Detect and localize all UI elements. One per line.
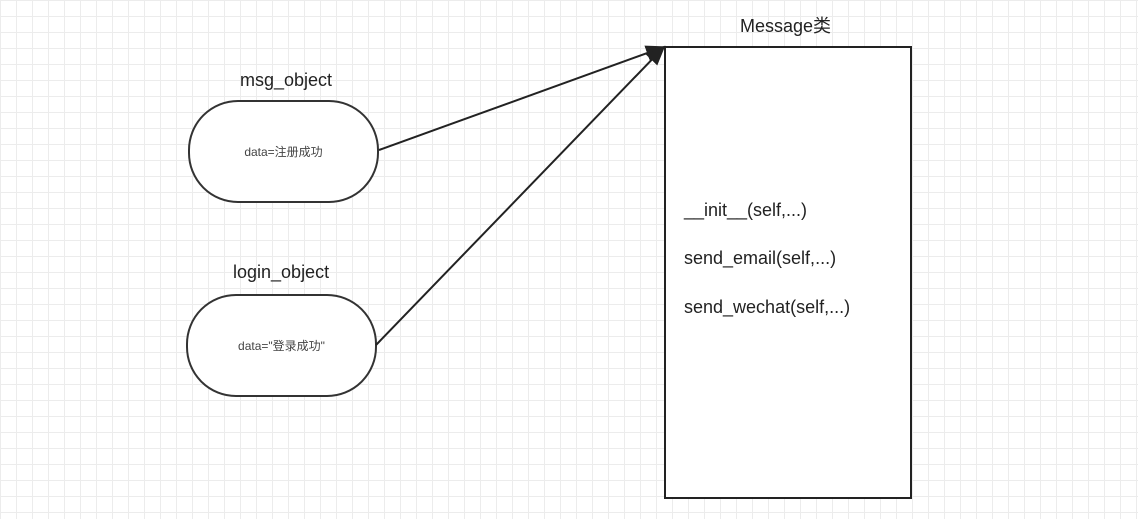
msg-object-label: msg_object [240,70,333,90]
msg-arrow [378,45,666,151]
message-class-box[interactable]: __init__(self,...) send_email(self,...) … [664,46,912,499]
login-arrow [375,45,666,346]
login-object-label: login_object [233,262,330,282]
msg-object-node[interactable]: data=注册成功 [188,100,379,203]
method-send-wechat: send_wechat(self,...) [684,297,851,317]
class-title: Message类 [740,16,832,36]
login-object-node[interactable]: data="登录成功" [186,294,377,397]
method-send-email: send_email(self,...) [684,248,837,268]
msg-object-data: data=注册成功 [244,145,323,159]
login-object-data: data="登录成功" [238,339,325,353]
method-init: __init__(self,...) [684,200,808,220]
